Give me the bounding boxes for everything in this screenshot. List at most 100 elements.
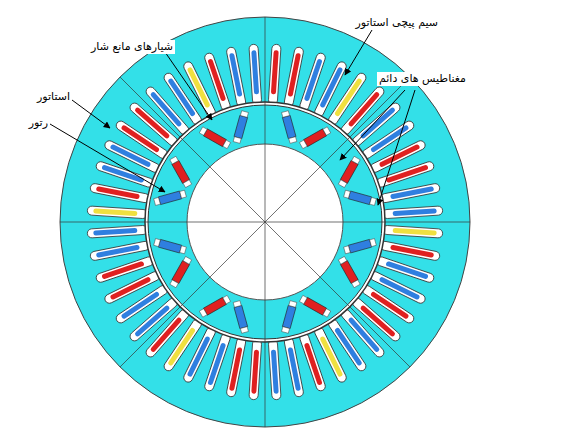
slot-outline — [284, 47, 305, 108]
slot-winding — [229, 347, 242, 391]
flux-barrier — [154, 197, 161, 205]
flux-barrier — [282, 111, 290, 118]
flux-barrier — [289, 301, 297, 308]
flux-barrier — [183, 180, 192, 188]
flux-barrier — [282, 327, 290, 334]
magnet — [282, 305, 296, 328]
magnet — [172, 261, 190, 284]
stator-slot — [284, 337, 305, 398]
magnet — [203, 297, 226, 315]
flux-barrier — [223, 295, 231, 304]
flux-barrier — [299, 295, 307, 304]
flux-barrier — [154, 239, 161, 247]
magnet — [158, 191, 181, 205]
flux-barrier — [299, 140, 307, 149]
slot-winding — [390, 186, 434, 199]
flux-barrier — [223, 140, 231, 149]
stator-slot — [382, 206, 442, 219]
flux-barrier — [199, 127, 207, 136]
magnet — [234, 115, 248, 138]
stator-slot — [226, 47, 247, 108]
slot-outline — [204, 52, 232, 112]
part-label: سیم پیچی استاتور — [354, 16, 441, 30]
slot-outline — [382, 206, 442, 219]
slot-outline — [380, 183, 441, 204]
flux-barrier — [183, 256, 192, 264]
slot-winding — [288, 53, 301, 97]
slot-outline — [226, 337, 247, 398]
flux-barrier — [233, 301, 241, 308]
flux-barrier — [240, 111, 248, 118]
stator-core — [60, 17, 470, 427]
magnet — [348, 191, 371, 205]
slot-outline — [95, 256, 155, 284]
magnet — [203, 129, 226, 147]
slot-outline — [299, 332, 327, 392]
flux-barrier — [344, 190, 351, 198]
slot-winding — [393, 208, 437, 216]
flux-barrier — [370, 239, 377, 247]
stator-slot — [90, 183, 151, 204]
slot-outline — [268, 339, 281, 399]
flux-barrier — [289, 137, 297, 144]
slot-outline — [87, 225, 147, 238]
stator-slot — [382, 225, 442, 238]
flux-barrier — [344, 246, 351, 254]
flux-barrier — [323, 127, 331, 136]
slot-outline — [382, 225, 442, 238]
part-label: شیارهای مانع شار — [89, 40, 175, 54]
slot-winding — [207, 342, 226, 385]
stator-slot — [299, 332, 327, 392]
flux-barrier — [338, 180, 347, 188]
flux-barrier — [233, 137, 241, 144]
stator-slot — [268, 44, 281, 104]
magnet — [304, 297, 327, 315]
slot-winding — [288, 347, 301, 391]
slot-winding — [101, 261, 144, 280]
slot-outline — [90, 241, 151, 262]
sector-line — [120, 77, 410, 367]
flux-barrier — [323, 309, 331, 318]
magnet — [340, 160, 358, 183]
slot-winding — [271, 50, 279, 94]
flux-barrier — [170, 280, 179, 288]
flux-barrier — [352, 280, 361, 288]
stator-slot — [249, 339, 262, 399]
flux-barrier — [338, 256, 347, 264]
slot-outline — [284, 337, 305, 398]
flux-barrier — [199, 309, 207, 318]
part-label: رتور — [27, 116, 50, 130]
stator-slot — [268, 339, 281, 399]
slot-winding — [93, 208, 137, 216]
flux-barrier — [180, 190, 187, 198]
slot-outline — [249, 339, 262, 399]
slot-outline — [90, 183, 151, 204]
magnet — [348, 239, 371, 253]
slot-winding — [207, 58, 226, 101]
flux-barrier — [170, 156, 179, 164]
magnet — [172, 160, 190, 183]
slot-winding — [93, 228, 137, 236]
flux-barrier — [240, 327, 248, 334]
part-label: استاتور — [35, 90, 72, 104]
magnet — [282, 115, 296, 138]
stator-slot — [249, 44, 262, 104]
slot-outline — [268, 44, 281, 104]
stator-slot — [95, 256, 155, 284]
slot-outline — [87, 206, 147, 219]
slot-winding — [385, 164, 428, 183]
magnet — [340, 261, 358, 284]
flux-barrier — [370, 197, 377, 205]
slot-winding — [187, 67, 211, 109]
stator-slot — [226, 337, 247, 398]
slot-winding — [393, 228, 437, 236]
slot-winding — [110, 276, 152, 300]
slot-winding — [304, 342, 323, 385]
stator-slot — [87, 206, 147, 219]
stator-slot — [284, 47, 305, 108]
flux-barrier — [180, 246, 187, 254]
part-label: مغناطیس های دائم — [377, 72, 468, 86]
slot-winding — [96, 186, 140, 199]
slot-winding — [229, 53, 242, 97]
stator-slot — [204, 52, 232, 112]
